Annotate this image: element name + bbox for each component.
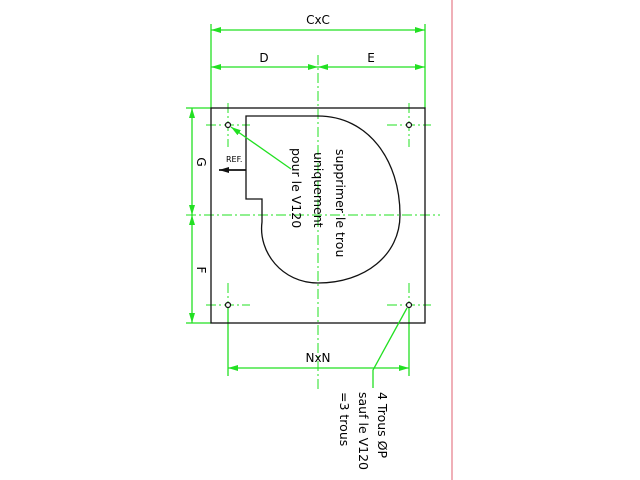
note-holes-line-1: 4 Trous ØP [375, 392, 390, 458]
note-holes-line-2: sauf le V120 [356, 392, 371, 470]
extension-lines [186, 24, 426, 376]
note-holes-line-3: =3 trous [337, 392, 352, 446]
holes [224, 121, 413, 309]
dim-label-e: E [367, 51, 375, 65]
dim-label-d: D [259, 51, 268, 65]
note-holes: 4 Trous ØP sauf le V120 =3 trous [337, 392, 390, 470]
dim-label-cxc: CxC [306, 13, 330, 27]
blower-outline [245, 115, 401, 284]
dim-label-f: F [194, 267, 208, 274]
note-center-line-1: supprimer le trou [333, 149, 348, 257]
dim-label-g: G [194, 157, 208, 166]
ref-label: REF. [226, 155, 242, 164]
plate-outline [210, 107, 426, 324]
note-center-line-2: uniquement [311, 152, 326, 228]
dim-label-nxn: NxN [305, 351, 330, 365]
note-center: supprimer le trou uniquement pour le V12… [289, 148, 348, 257]
note-center-line-3: pour le V120 [289, 148, 304, 228]
leaders [230, 126, 408, 388]
dimension-lines [189, 27, 425, 371]
